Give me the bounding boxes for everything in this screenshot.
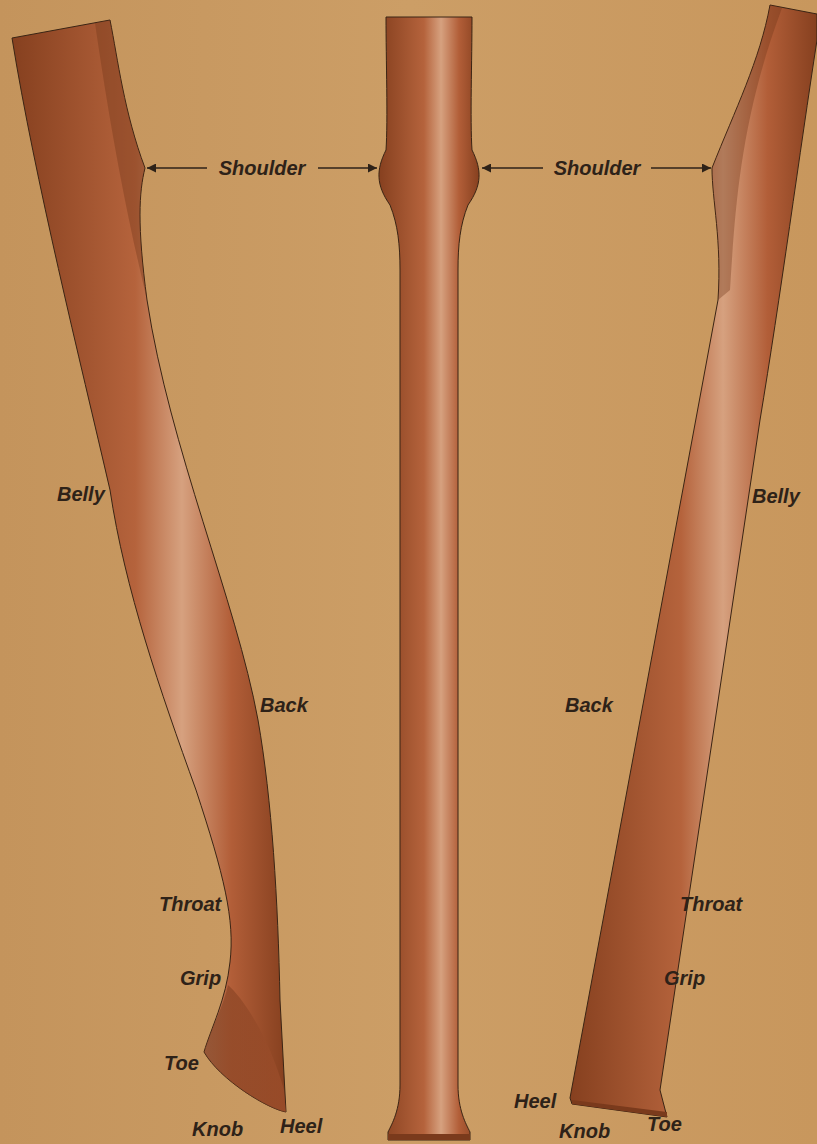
part-name: Toe bbox=[164, 1051, 199, 1075]
part-name: Throat bbox=[159, 892, 221, 916]
front-handle-foot bbox=[388, 1134, 470, 1140]
leader-arrow bbox=[318, 167, 377, 169]
part-name: Grip bbox=[180, 966, 221, 990]
part-name: Grip bbox=[664, 966, 705, 990]
back-shoulder-shade bbox=[712, 5, 782, 300]
shoulder-shade bbox=[95, 20, 147, 300]
leader-arrow bbox=[147, 167, 207, 169]
part-name: Belly bbox=[752, 484, 800, 508]
part-name: Heel bbox=[514, 1089, 556, 1113]
part-name: Toe bbox=[647, 1112, 682, 1136]
part-name: Shoulder bbox=[219, 156, 306, 180]
part-name: Shoulder bbox=[554, 156, 641, 180]
side-handle bbox=[12, 20, 286, 1112]
part-name: Knob bbox=[559, 1119, 610, 1143]
part-name: Throat bbox=[680, 892, 742, 916]
part-name: Back bbox=[565, 693, 613, 717]
leader-arrow bbox=[651, 167, 711, 169]
part-name: Belly bbox=[57, 482, 105, 506]
part-name: Heel bbox=[280, 1114, 322, 1138]
part-name: Knob bbox=[192, 1117, 243, 1141]
knob-shade bbox=[204, 985, 286, 1112]
part-name: Back bbox=[260, 693, 308, 717]
leader-arrow bbox=[482, 167, 543, 169]
front-handle bbox=[379, 17, 479, 1140]
